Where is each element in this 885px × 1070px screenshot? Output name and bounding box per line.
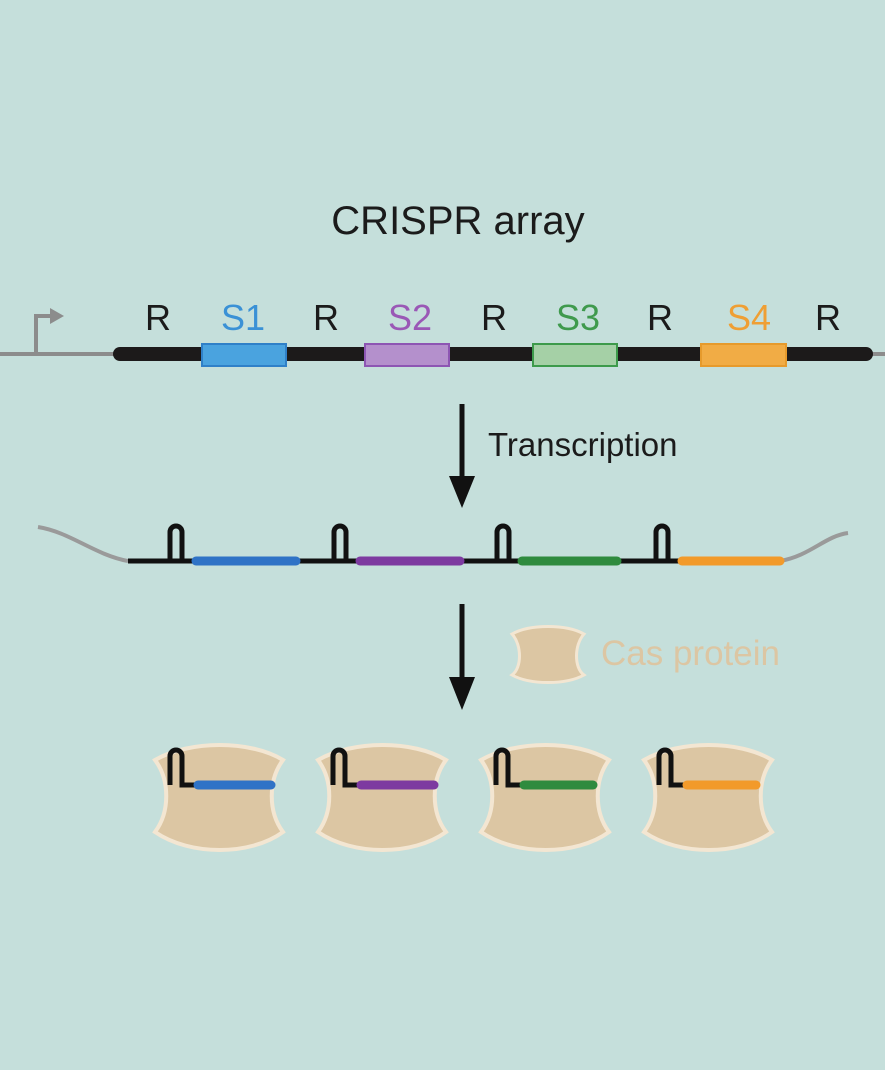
array-labels: R S1 R S2 R S3 R S4 R	[145, 297, 841, 338]
cas-complex-s1	[152, 743, 286, 852]
rna-hairpin-icon	[330, 747, 361, 788]
array-label-r: R	[815, 297, 841, 338]
transcription-label: Transcription	[488, 426, 678, 463]
array-label-s2: S2	[388, 297, 432, 338]
cas-complex-s3	[478, 743, 612, 852]
array-label-s3: S3	[556, 297, 600, 338]
array-label-s1: S1	[221, 297, 265, 338]
rna-hairpin-icon	[656, 747, 687, 788]
rna-hairpin-icon	[167, 523, 671, 561]
cas-complex-s4	[641, 743, 775, 852]
array-label-r: R	[145, 297, 171, 338]
array-label-r: R	[481, 297, 507, 338]
down-arrow-icon	[449, 604, 475, 710]
spacer-box-s3	[532, 343, 618, 367]
promoter-arrow-icon	[34, 308, 64, 352]
cas-protein-label: Cas protein	[601, 634, 780, 673]
pre-crrna-transcript	[37, 523, 849, 566]
down-arrow-icon	[449, 404, 475, 508]
array-label-r: R	[313, 297, 339, 338]
cas-complex-s2	[315, 743, 449, 852]
diagram-title: CRISPR array	[331, 199, 584, 243]
spacer-box-s4	[700, 343, 787, 367]
spacer-box-s1	[201, 343, 287, 367]
spacer-box-s2	[364, 343, 450, 367]
array-label-s4: S4	[727, 297, 771, 338]
rna-hairpin-icon	[493, 747, 524, 788]
cas-protein-icon	[509, 625, 587, 684]
array-label-r: R	[647, 297, 673, 338]
rna-hairpin-icon	[167, 747, 198, 788]
